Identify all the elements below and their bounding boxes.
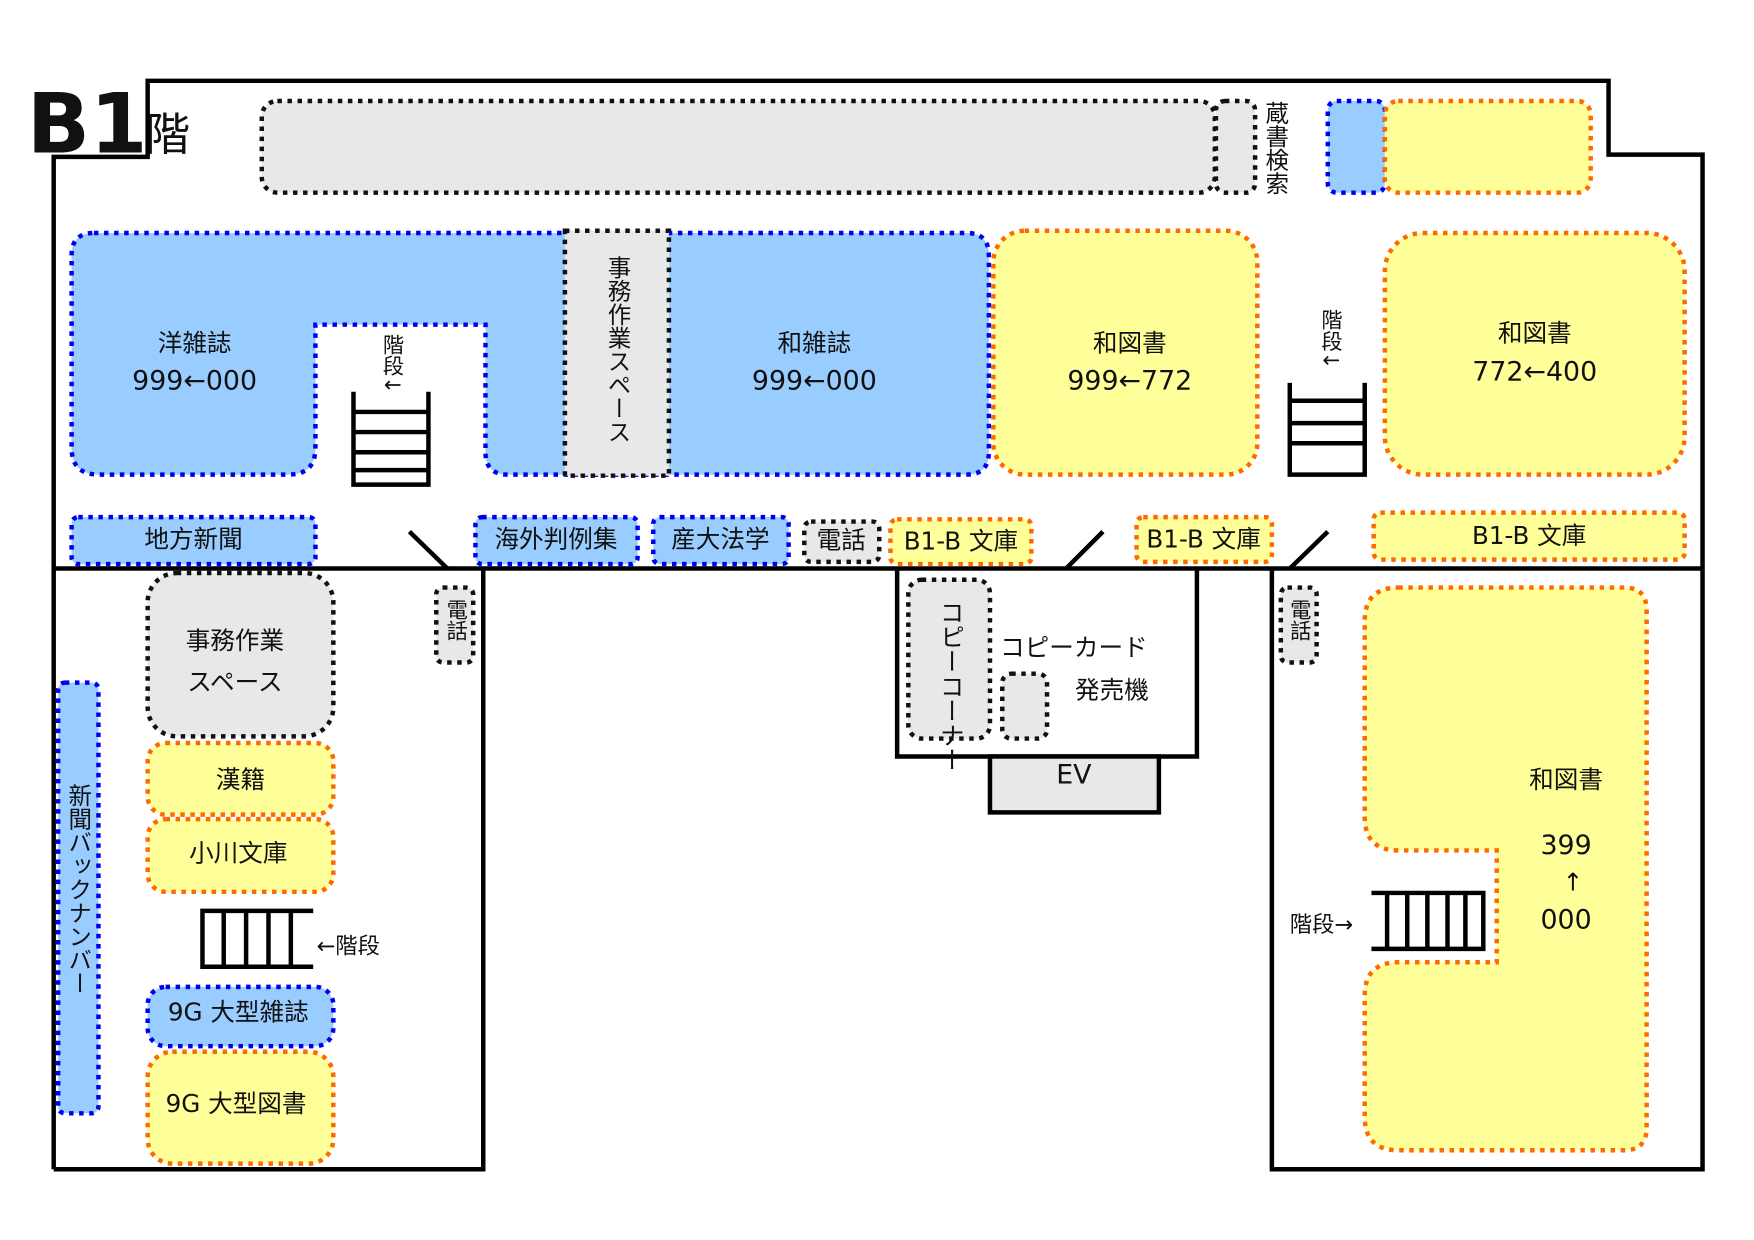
bunko-1[interactable] bbox=[888, 517, 1034, 567]
japanese-books-1-label: 和図書 bbox=[1093, 329, 1167, 358]
stairs-left-room[interactable] bbox=[200, 908, 314, 970]
kanseki-label: 漢籍 bbox=[216, 765, 265, 794]
copy-corner[interactable] bbox=[906, 577, 993, 741]
japanese-books-3-range-bottom: 000 bbox=[1540, 905, 1591, 936]
large-magazines[interactable] bbox=[145, 984, 336, 1049]
bunko-1-label: B1-B 文庫 bbox=[904, 527, 1018, 556]
ogawa-bunko[interactable] bbox=[145, 816, 336, 895]
japanese-books-3-label: 和図書 bbox=[1529, 765, 1603, 794]
top-yellow-shelf bbox=[1382, 98, 1593, 195]
stairs-label-upper-right: 階段↓ bbox=[1318, 309, 1343, 370]
japanese-magazines-range: 999←000 bbox=[752, 366, 877, 397]
japanese-books-2-label: 和図書 bbox=[1498, 318, 1572, 347]
stairs-upper-right[interactable] bbox=[1287, 382, 1367, 477]
phone-corridor[interactable] bbox=[802, 519, 882, 565]
newspaper-backnumbers-label: 新聞バックナンバー bbox=[64, 783, 92, 995]
phone-left-room[interactable] bbox=[434, 585, 476, 665]
work-space-upper-label: 事務作業スペース bbox=[603, 255, 631, 443]
copy-card-line2: 発売機 bbox=[1075, 675, 1149, 704]
sandai-law-label: 産大法学 bbox=[671, 524, 769, 553]
western-magazines-label: 洋雑誌 bbox=[158, 329, 232, 358]
local-newspapers[interactable] bbox=[69, 514, 318, 567]
japanese-books-3-arrow: ↑ bbox=[1562, 868, 1583, 897]
large-books-label: 9G 大型図書 bbox=[166, 1089, 307, 1118]
top-blue-shelf bbox=[1325, 98, 1388, 195]
phone-corridor-label: 電話 bbox=[817, 525, 866, 554]
local-newspapers-label: 地方新聞 bbox=[144, 524, 242, 553]
stairs-label-left-room: ←階段 bbox=[317, 933, 380, 959]
western-magazines-range: 999←000 bbox=[132, 366, 257, 397]
stairs-right-room[interactable] bbox=[1371, 890, 1486, 952]
japanese-books-3-range-top: 399 bbox=[1540, 830, 1591, 861]
large-magazines-label: 9G 大型雑誌 bbox=[168, 997, 309, 1026]
copy-card-line1: コピーカード bbox=[1000, 633, 1148, 662]
outer-wall bbox=[51, 78, 1705, 1172]
japanese-books-2-range: 772←400 bbox=[1472, 357, 1597, 388]
bunko-2[interactable] bbox=[1134, 514, 1275, 565]
bunko-3[interactable] bbox=[1371, 510, 1687, 562]
work-space-upper[interactable] bbox=[562, 228, 672, 478]
japanese-books-772-400[interactable] bbox=[1382, 230, 1687, 477]
japanese-books-1-range: 999←772 bbox=[1067, 366, 1192, 397]
phone-left-room-label: 電話 bbox=[443, 599, 468, 642]
elevator-label: EV bbox=[1056, 759, 1092, 790]
left-room-wall bbox=[53, 568, 486, 1172]
catalog-search-terminal[interactable] bbox=[1213, 98, 1258, 195]
magazines-area[interactable] bbox=[69, 230, 992, 477]
elevator[interactable] bbox=[987, 754, 1162, 815]
work-space-left-line1: 事務作業 bbox=[186, 626, 284, 655]
bunko-3-label: B1-B 文庫 bbox=[1472, 521, 1586, 550]
copy-corner-label: コピーコーナー bbox=[936, 600, 965, 772]
large-books[interactable] bbox=[145, 1049, 336, 1166]
foreign-cases-label: 海外判例集 bbox=[494, 524, 617, 553]
stairs-upper-left[interactable] bbox=[351, 391, 431, 487]
top-shelf-area bbox=[259, 98, 1218, 195]
foreign-cases[interactable] bbox=[473, 514, 640, 567]
japanese-books-999-772[interactable] bbox=[991, 228, 1260, 477]
catalog-search-label: 蔵書検索 bbox=[1261, 101, 1289, 195]
door-right bbox=[1288, 530, 1330, 571]
phone-right-room-label: 電話 bbox=[1286, 599, 1311, 642]
bunko-2-label: B1-B 文庫 bbox=[1146, 524, 1260, 553]
work-space-left-line2: スペース bbox=[187, 667, 282, 696]
stairs-label-upper-left: 階段↓ bbox=[379, 333, 404, 394]
door-center bbox=[1064, 530, 1105, 571]
floor-title-suffix: 階 bbox=[145, 108, 190, 161]
kanseki[interactable] bbox=[145, 740, 336, 817]
japanese-magazines-label: 和雑誌 bbox=[777, 329, 851, 358]
ogawa-bunko-label: 小川文庫 bbox=[189, 839, 287, 868]
copy-card-machine[interactable] bbox=[1000, 671, 1050, 741]
phone-right-room[interactable] bbox=[1278, 585, 1319, 665]
japanese-books-399-000[interactable] bbox=[1362, 585, 1649, 1153]
door-left bbox=[407, 530, 450, 571]
newspaper-backnumbers[interactable] bbox=[55, 680, 101, 1116]
work-space-left[interactable] bbox=[145, 570, 336, 739]
stairs-label-right-room: 階段→ bbox=[1290, 912, 1353, 938]
sandai-law[interactable] bbox=[651, 514, 791, 567]
